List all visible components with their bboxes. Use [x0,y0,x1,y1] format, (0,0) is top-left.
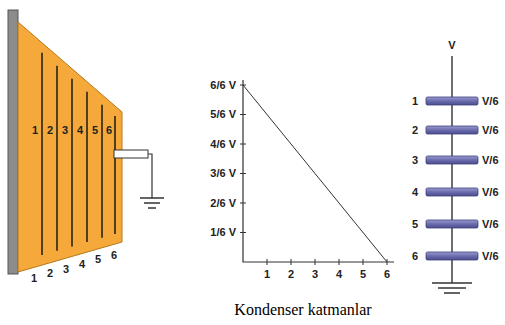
y-tick [240,114,246,115]
graph-axes [243,80,394,262]
voltage-label: 2/6 V [210,198,236,209]
plate-voltage: V/6 [482,155,499,166]
series-wire [451,56,452,283]
axis-number: 1 [264,269,270,280]
capacitor-plate [426,252,478,260]
layer-number: 1 [32,125,38,136]
plate-number: 3 [412,155,418,166]
x-tick [363,259,364,265]
layer-number: 3 [63,264,69,275]
voltage-label: 5/6 V [210,109,236,120]
insulation-body [18,22,122,272]
capacitor-plate [426,126,478,134]
capacitor-plate [426,220,478,228]
layer-number: 2 [47,125,53,136]
y-tick [240,232,246,233]
x-tick [291,259,292,265]
axis-number: 2 [288,269,294,280]
capacitor-layers [42,53,115,255]
layer-number: 2 [47,268,53,279]
layer-number: 6 [111,250,117,261]
layer-line [114,116,115,234]
ground-wire [148,154,152,198]
layer-line [56,66,57,251]
axis-number: 4 [336,269,342,280]
layer-number: 4 [79,259,85,270]
x-tick [267,259,268,265]
layer-line [71,79,72,247]
layer-number: 1 [31,273,37,284]
capacitor-plate [426,97,478,105]
voltage-label: 4/6 V [210,139,236,150]
caption: Kondenser katmanlar [234,302,371,318]
voltage-label: 1/6 V [210,227,236,238]
capacitor-plate [426,156,478,164]
plate-voltage: V/6 [482,251,499,262]
plate-number: 4 [412,187,418,198]
wall-bar [8,10,18,274]
plate-number: 6 [412,251,418,262]
y-tick [240,203,246,204]
axis-ticks [240,85,387,265]
tap-terminal [114,150,148,158]
layer-line [41,53,42,255]
plate-voltage: V/6 [482,219,499,230]
ground-symbol [140,198,164,208]
plate-number: 2 [412,125,418,136]
plate-voltage: V/6 [482,96,499,107]
plate-number: 1 [412,96,418,107]
plate-voltage: V/6 [482,125,499,136]
plate-voltage: V/6 [482,187,499,198]
layer-number: 5 [92,125,98,136]
voltage-symbol: V [448,40,455,51]
y-tick [240,144,246,145]
x-tick [315,259,316,265]
plate-number: 5 [412,219,418,230]
layer-number: 5 [95,254,101,265]
y-tick [240,173,246,174]
voltage-label: 6/6 V [210,80,236,91]
axis-number: 3 [312,269,318,280]
layer-number: 6 [106,125,112,136]
axis-number: 5 [360,269,366,280]
capacitor-plate [426,188,478,196]
x-tick [339,259,340,265]
layer-line [101,105,102,238]
layer-number: 3 [62,125,68,136]
voltage-label: 3/6 V [210,168,236,179]
capacitor-plates [426,97,478,260]
layer-line [86,92,87,242]
axis-number: 6 [384,269,390,280]
voltage-line [243,85,387,262]
layer-number: 4 [77,125,83,136]
ground-symbol [432,283,472,293]
